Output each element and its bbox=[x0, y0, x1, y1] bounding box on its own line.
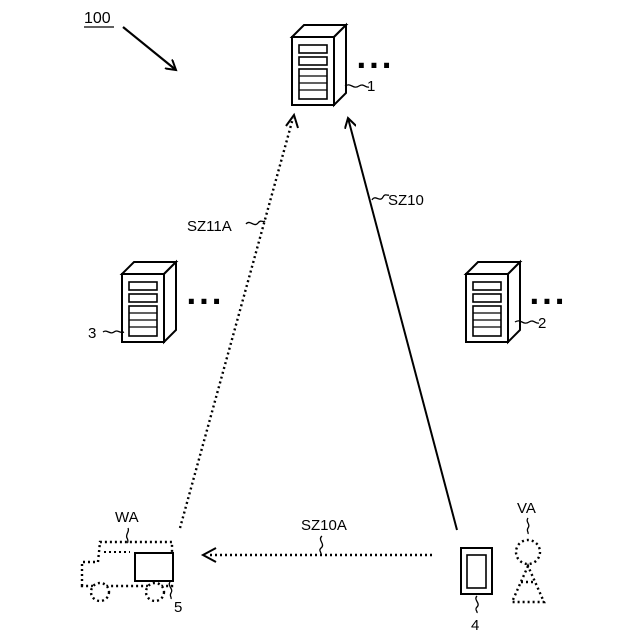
sz10a-arrowhead bbox=[203, 548, 216, 562]
person-body bbox=[512, 566, 544, 602]
server-1-leader bbox=[345, 85, 369, 87]
vehicle-wheel-rear bbox=[146, 583, 164, 601]
system-ref-arrow bbox=[123, 27, 176, 70]
vehicle-leader bbox=[127, 528, 129, 543]
sz10-arrow bbox=[348, 118, 457, 530]
server-1-ref: 1 bbox=[367, 78, 375, 95]
sz11a-arrow bbox=[180, 118, 293, 528]
signal-sz10a: SZ10A bbox=[203, 517, 432, 562]
sz10a-leader bbox=[320, 536, 323, 555]
server-2-ellipsis: ··· bbox=[529, 285, 567, 318]
sz11a-label: SZ11A bbox=[187, 218, 232, 235]
server-3-ref: 3 bbox=[88, 325, 96, 342]
device-5-leader bbox=[169, 582, 172, 599]
server-icon bbox=[122, 262, 176, 342]
terminal-ref: 4 bbox=[471, 617, 479, 634]
person-va: VA bbox=[512, 500, 544, 602]
device-5-ref: 5 bbox=[174, 599, 182, 616]
system-reference: 100 bbox=[84, 10, 176, 70]
terminal-screen bbox=[467, 555, 486, 588]
signal-sz11a: SZ11A bbox=[180, 115, 298, 528]
sz10a-label: SZ10A bbox=[301, 517, 347, 534]
terminal-leader bbox=[476, 596, 478, 613]
sz10-leader bbox=[372, 195, 389, 200]
server-icon bbox=[466, 262, 520, 342]
server-icon bbox=[292, 25, 346, 105]
server-3-leader bbox=[103, 331, 124, 333]
server-3-ellipsis: ··· bbox=[186, 285, 224, 318]
sz11a-leader bbox=[246, 221, 265, 225]
server-3 bbox=[122, 262, 176, 342]
person-leader bbox=[527, 518, 529, 534]
server-2 bbox=[466, 262, 520, 342]
vehicle-label: WA bbox=[115, 509, 139, 526]
server-2-ref: 2 bbox=[538, 315, 546, 332]
system-ref-label: 100 bbox=[84, 10, 111, 27]
person-head bbox=[516, 540, 540, 564]
vehicle-device-5 bbox=[135, 553, 173, 581]
signal-sz10: SZ10 bbox=[348, 118, 457, 530]
vehicle-wa: WA 5 bbox=[82, 509, 182, 616]
terminal-4: 4 bbox=[461, 548, 492, 634]
vehicle-wheel-front bbox=[91, 583, 109, 601]
sz10-label: SZ10 bbox=[388, 192, 424, 209]
person-label: VA bbox=[517, 500, 536, 517]
server-1 bbox=[292, 25, 346, 105]
